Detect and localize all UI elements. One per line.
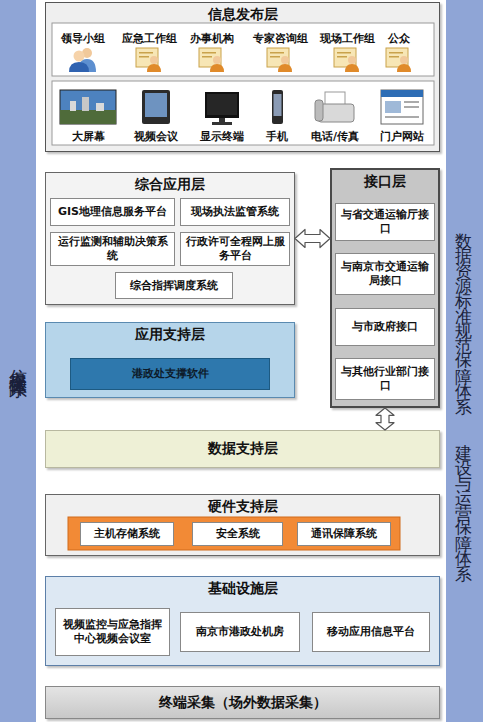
icon-label: 公众 [388, 31, 410, 46]
layer-box: 硬件支持层主机存储系统 安全系统 通讯保障系统 [45, 494, 440, 556]
icon-label: 大屏幕 [72, 129, 105, 144]
layer-title: 数据支持层 [208, 440, 278, 458]
component-label: 视频监控与应急指挥中心视频会议室 [59, 618, 166, 646]
band-label: 数据资源标准规范保障体系、建设与运营保障体系 [456, 146, 474, 566]
component-box: 视频监控与应急指挥中心视频会议室 [55, 608, 170, 656]
component-label: 现场执法监管系统 [191, 205, 279, 219]
layer-box: 基础设施层视频监控与应急指挥中心视频会议室 南京市港政处机房 移动应用信息平台 [45, 576, 440, 666]
icon-label: 现场工作组 [320, 31, 375, 46]
layer-title: 接口层 [332, 173, 438, 191]
layer-title: 基础设施层 [46, 580, 439, 598]
component-box: GIS地理信息服务平台 [50, 198, 175, 226]
double-arrow [376, 408, 394, 430]
component-label: 主机存储系统 [94, 527, 160, 541]
component-box: 与省交通运输厅接口 [335, 203, 435, 241]
layer-title: 应用支持层 [46, 326, 294, 344]
component-label: 与其他行业部门接口 [339, 365, 431, 393]
layer-box: 信息发布层 [45, 2, 440, 152]
component-label: GIS地理信息服务平台 [58, 205, 167, 219]
icon-label: 电话/传真 [311, 129, 359, 144]
component-box: 安全系统 [192, 522, 283, 546]
band-label: 信息安全保障体系 [6, 355, 30, 367]
component-label: 港政处支撑软件 [132, 367, 209, 381]
component-label: 安全系统 [216, 527, 260, 541]
layer-box: 应用支持层港政处支撑软件 [45, 322, 295, 398]
component-box: 通讯保障系统 [297, 522, 391, 546]
component-label: 运行监测和辅助决策系统 [54, 235, 171, 263]
component-label: 南京市港政处机房 [196, 625, 284, 639]
component-box: 行政许可全程网上服务平台 [180, 232, 290, 266]
component-box: 港政处支撑软件 [70, 358, 270, 390]
component-label: 与南京市交通运输局接口 [339, 260, 431, 288]
component-box: 现场执法监管系统 [180, 198, 290, 226]
side-band: 信息安全保障体系 [0, 0, 36, 722]
component-box: 综合指挥调度系统 [115, 272, 233, 299]
icon-label: 视频会议 [134, 129, 178, 144]
component-box: 运行监测和辅助决策系统 [50, 232, 175, 266]
component-box: 与市政府接口 [335, 308, 435, 346]
layer-box: 终端采集（场外数据采集） [45, 686, 440, 719]
layer-title: 终端采集（场外数据采集） [159, 694, 327, 712]
component-label: 与市政府接口 [352, 320, 418, 334]
icon-label: 办事机构 [190, 31, 234, 46]
icon-label: 应急工作组 [122, 31, 177, 46]
icon-label: 手机 [266, 129, 288, 144]
component-label: 与省交通运输厅接口 [339, 208, 431, 236]
component-label: 综合指挥调度系统 [130, 279, 218, 293]
layer-box: 接口层与省交通运输厅接口与南京市交通运输局接口与市政府接口与其他行业部门接口 [330, 168, 440, 408]
layer-title: 综合应用层 [46, 176, 294, 194]
layer-title: 信息发布层 [46, 6, 439, 24]
layer-box: 综合应用层 GIS地理信息服务平台 现场执法监管系统运行监测和辅助决策系统行政许可全… [45, 172, 295, 305]
layer-title: 硬件支持层 [46, 498, 439, 516]
component-label: 移动应用信息平台 [327, 625, 415, 639]
icon-label: 领导小组 [61, 31, 105, 46]
component-label: 通讯保障系统 [311, 527, 377, 541]
layer-box: 数据支持层 [45, 430, 440, 468]
component-box: 与南京市交通运输局接口 [335, 253, 435, 295]
hardware-band [68, 517, 400, 550]
icon-label: 专家咨询组 [253, 31, 308, 46]
icon-label: 显示终端 [200, 129, 244, 144]
icon-label: 门户网站 [380, 129, 424, 144]
double-arrow [295, 230, 330, 248]
component-box: 南京市港政处机房 [180, 612, 300, 652]
side-band: 数据资源标准规范保障体系、建设与运营保障体系 [446, 0, 483, 722]
component-box: 移动应用信息平台 [312, 612, 430, 652]
component-box: 与其他行业部门接口 [335, 358, 435, 400]
component-label: 行政许可全程网上服务平台 [184, 235, 286, 263]
component-box: 主机存储系统 [80, 522, 174, 546]
